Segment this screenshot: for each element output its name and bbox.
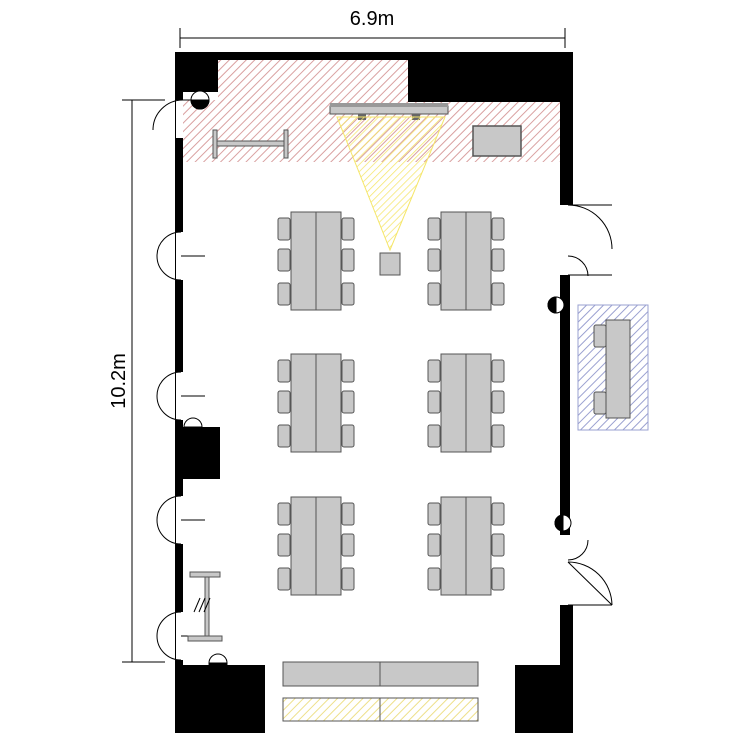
front-table [379, 661, 479, 687]
chair [277, 390, 291, 414]
side-table [605, 319, 631, 419]
chair [277, 359, 291, 383]
table [290, 211, 317, 311]
outlet-icon [183, 417, 203, 437]
chair [427, 217, 441, 241]
right-wall-upper [560, 52, 573, 205]
table-group [277, 496, 355, 596]
coat-rack-icon [187, 571, 223, 642]
chair [277, 567, 291, 591]
chair [491, 390, 505, 414]
door-swing-icon [567, 204, 613, 277]
table-group [427, 496, 505, 596]
table [465, 496, 492, 596]
table [440, 353, 467, 453]
table [290, 496, 317, 596]
width-label: 6.9m [350, 8, 394, 30]
table-group [277, 211, 355, 311]
bottom-left-block [175, 665, 265, 733]
height-label: 10.2m [108, 353, 130, 409]
whiteboard-icon [212, 129, 289, 159]
outlets [183, 90, 572, 673]
chair [277, 282, 291, 306]
table-group [277, 353, 355, 453]
chair [427, 502, 441, 526]
table [440, 211, 467, 311]
right-wall-middle [560, 275, 570, 535]
chair [341, 424, 355, 448]
chair [491, 217, 505, 241]
chair [341, 502, 355, 526]
chair [341, 217, 355, 241]
chair [341, 282, 355, 306]
table [465, 353, 492, 453]
chair [341, 567, 355, 591]
left-doors [152, 99, 205, 661]
chair [491, 424, 505, 448]
outlet-icon [208, 653, 228, 673]
chair [427, 567, 441, 591]
chair [491, 533, 505, 557]
side-chair [593, 391, 607, 415]
chair [491, 248, 505, 272]
front-tables [282, 661, 479, 722]
chair [491, 567, 505, 591]
chair [341, 533, 355, 557]
top-right-block [408, 52, 573, 102]
table-group [427, 353, 505, 453]
chair [277, 502, 291, 526]
door-swing-icon [156, 231, 205, 281]
chair [427, 390, 441, 414]
lectern [472, 125, 522, 157]
right-doors [567, 204, 613, 606]
chair [341, 248, 355, 272]
top-wall [175, 52, 573, 60]
chair [427, 282, 441, 306]
chair [491, 359, 505, 383]
width-dimension: 6.9m [179, 8, 566, 48]
chair [491, 502, 505, 526]
chair [277, 217, 291, 241]
pillar [178, 427, 220, 479]
projector-icon [379, 252, 401, 276]
chair [427, 248, 441, 272]
front-table [282, 661, 381, 687]
chair [427, 533, 441, 557]
outlet-icon [554, 514, 572, 532]
chair [341, 390, 355, 414]
table [440, 496, 467, 596]
chair [277, 248, 291, 272]
table [315, 211, 342, 311]
table [315, 496, 342, 596]
bottom-right-block [515, 665, 573, 733]
projection-cone [336, 116, 446, 252]
side-furniture [577, 304, 649, 431]
table [315, 353, 342, 453]
table [290, 353, 317, 453]
door-swing-icon [156, 495, 205, 545]
chair [427, 359, 441, 383]
outlet-icon [190, 90, 210, 110]
table [465, 211, 492, 311]
front-table-hatched [282, 697, 381, 722]
table-groups [277, 211, 505, 596]
door-swing-icon [567, 539, 613, 606]
chair [277, 424, 291, 448]
table-group [427, 211, 505, 311]
front-table-hatched [379, 697, 479, 722]
chair [491, 282, 505, 306]
outlet-icon [547, 296, 565, 314]
side-chair [593, 324, 607, 348]
chair [277, 533, 291, 557]
door-swing-icon [156, 371, 205, 421]
chair [427, 424, 441, 448]
chair [341, 359, 355, 383]
height-dimension: 10.2m [108, 99, 165, 663]
